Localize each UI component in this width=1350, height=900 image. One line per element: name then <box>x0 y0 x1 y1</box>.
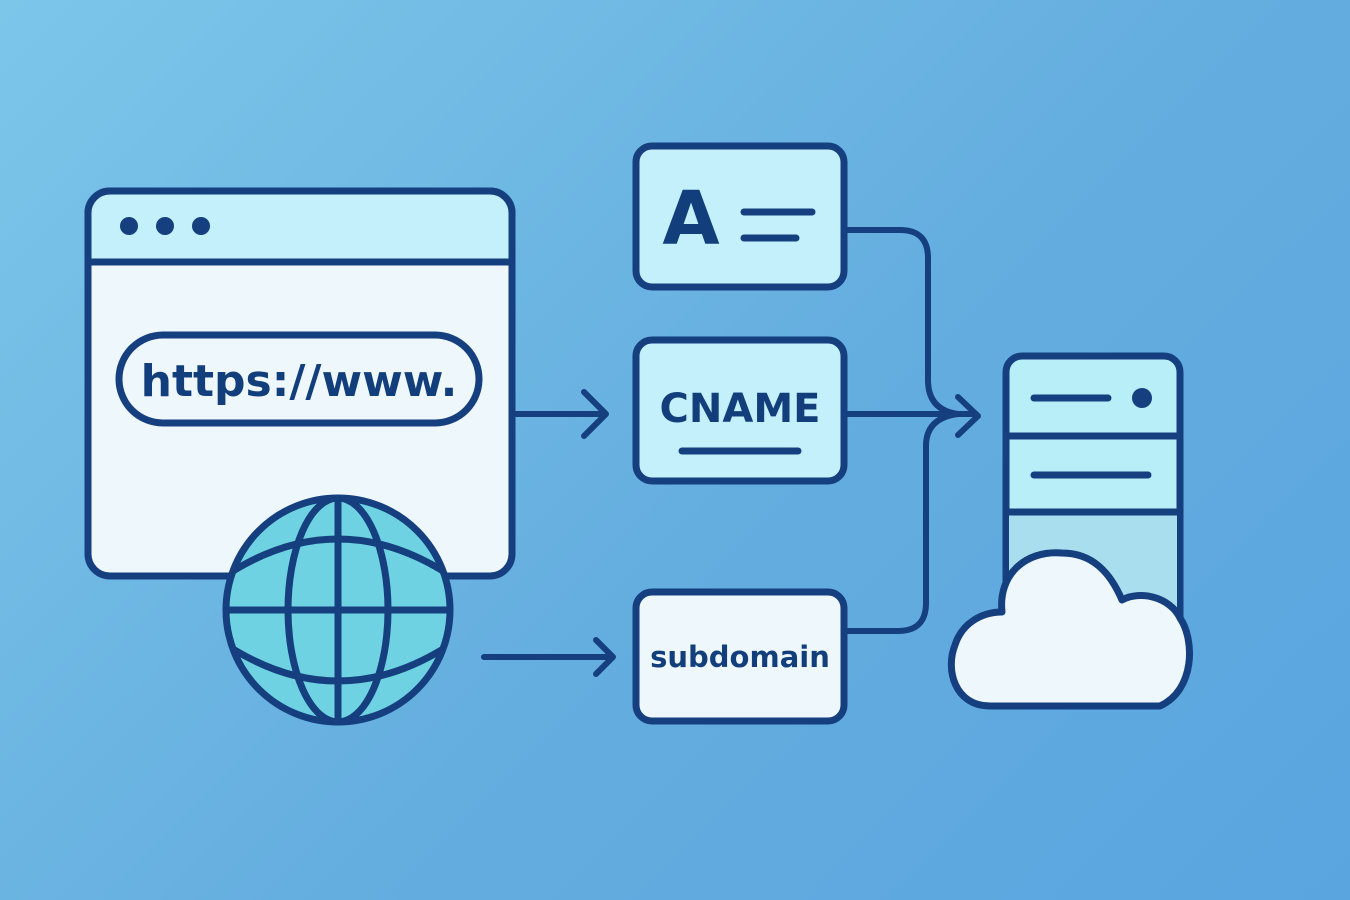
cname-label: CNAME <box>660 386 821 432</box>
connector-lines <box>481 227 981 677</box>
window-dot <box>156 217 174 235</box>
server-arrowhead <box>955 394 981 438</box>
subdomain-icon: subdomain <box>632 588 848 725</box>
window-dot <box>120 217 138 235</box>
window-dot <box>192 217 210 235</box>
server-led <box>1132 388 1152 408</box>
globe-to-subdomain-arrow <box>481 637 616 677</box>
url-bar <box>115 331 483 427</box>
a-record-icon: A <box>632 142 848 291</box>
cname-icon: CNAME <box>632 336 848 485</box>
subdomain-connector <box>843 411 961 634</box>
a-record-connector <box>843 227 961 417</box>
globe-icon <box>222 494 454 726</box>
browser-window-icon: https://www. <box>84 187 516 580</box>
url-text: https://www. <box>141 356 458 407</box>
browser-to-cname-arrow <box>513 389 609 439</box>
a-record-label: A <box>662 176 719 262</box>
subdomain-label: subdomain <box>650 640 830 674</box>
cloud-icon <box>947 549 1193 710</box>
